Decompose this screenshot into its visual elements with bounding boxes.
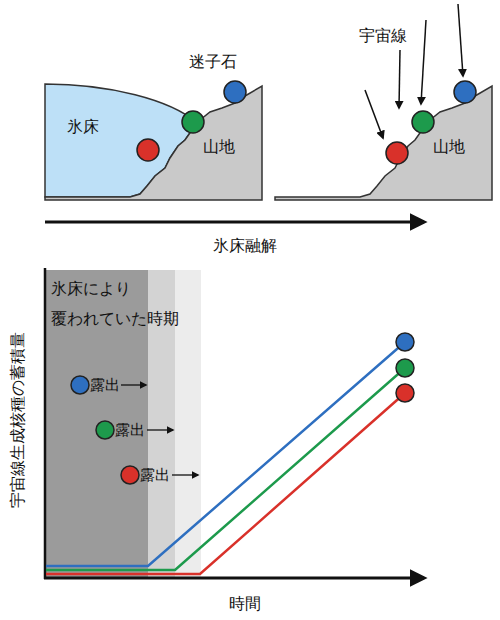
- mountain: 山地: [275, 84, 494, 202]
- axis-label: 宇宙線生成核種の蓄積量: [8, 332, 29, 508]
- mountain: 山地: [45, 84, 264, 202]
- erratic-label: 迷子石: [189, 52, 237, 73]
- node-text: 氷床: [67, 112, 99, 142]
- node-text: 山地: [203, 132, 235, 162]
- process-arrow: [45, 221, 424, 224]
- exposure-label: 露出: [90, 376, 120, 395]
- mountain-outline: [45, 86, 262, 200]
- process-label: 氷床融解: [213, 236, 277, 257]
- cosmic-ray-arrow: [399, 50, 400, 108]
- end-marker: [396, 333, 414, 351]
- node-text: 山地: [433, 132, 465, 162]
- cosmic-ray-arrow: [365, 90, 383, 138]
- end-marker: [396, 359, 414, 377]
- cosmic-ray-arrow: [458, 4, 463, 76]
- exposure-label: 露出: [140, 466, 170, 485]
- mountain-outline: [275, 86, 492, 200]
- node-text: 氷床により 覆われていた時期: [51, 274, 201, 334]
- cosmic-ray-label: 宇宙線: [359, 26, 407, 47]
- axis-label: 時間: [229, 594, 261, 615]
- end-marker: [396, 384, 414, 402]
- exposure-label: 露出: [115, 421, 145, 440]
- cosmic-ray-arrow: [421, 20, 426, 104]
